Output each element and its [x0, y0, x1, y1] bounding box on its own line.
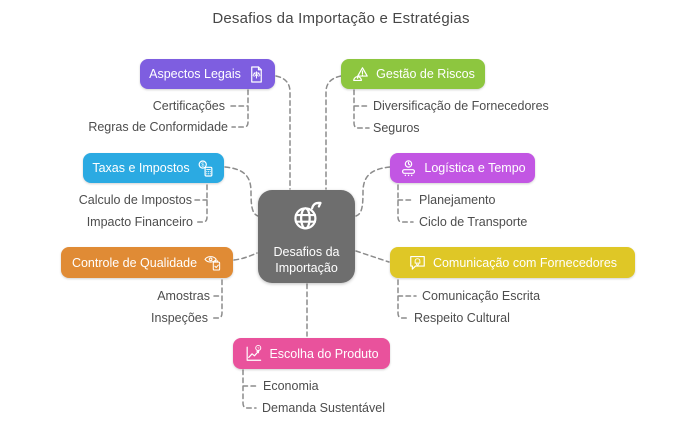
connector-aspectos-children	[230, 89, 249, 128]
branch-label: Logística e Tempo	[424, 161, 526, 175]
connector-logistica-children	[397, 184, 414, 223]
connector-center-comunicacao	[355, 250, 390, 263]
center-node-desafios-importacao: Desafios da Importação	[258, 190, 355, 283]
money-calculator-icon: $	[196, 159, 215, 178]
legal-document-scales-icon	[247, 65, 266, 84]
connector-escolha-children	[242, 369, 259, 409]
connector-controle-children	[211, 279, 223, 319]
connector-comunicacao-children	[397, 279, 417, 319]
branch-label: Aspectos Legais	[149, 67, 241, 81]
branch-node-comunicacao-com-fornecedores: Comunicação com Fornecedores	[390, 247, 635, 278]
svg-text:?: ?	[258, 345, 261, 350]
sub-item-regras-conformidade: Regras de Conformidade	[88, 120, 228, 134]
connector-center-logistica-e-tempo	[355, 166, 391, 217]
sub-item-comunicacao-escrita: Comunicação Escrita	[422, 289, 541, 303]
eye-checklist-icon	[203, 253, 222, 272]
sub-item-demanda-sustentavel: Demanda Sustentável	[262, 401, 385, 415]
branch-node-aspectos-legais: Aspectos Legais	[140, 59, 275, 89]
branch-node-gestao-de-riscos: Gestão de Riscos	[341, 59, 485, 89]
connector-center-gestao-de-riscos	[325, 75, 342, 190]
globe-import-icon	[288, 197, 326, 244]
sub-item-planejamento: Planejamento	[419, 193, 496, 207]
branch-node-taxas-e-impostos: Taxas e Impostos $	[83, 153, 224, 183]
sub-item-impacto-financeiro: Impacto Financeiro	[86, 215, 193, 229]
branch-label: Gestão de Riscos	[376, 67, 475, 81]
chat-bell-icon	[408, 253, 427, 272]
connector-center-controle-de-qualidade	[233, 252, 258, 261]
sub-item-ciclo-transporte: Ciclo de Transporte	[419, 215, 528, 229]
connector-gestao-children	[353, 89, 370, 129]
branch-label: Comunicação com Fornecedores	[432, 255, 618, 270]
center-node-label: Desafios da Importação	[273, 244, 340, 276]
branch-node-logistica-e-tempo: Logística e Tempo	[390, 153, 535, 183]
chart-question-icon: ?	[244, 344, 263, 363]
sub-item-amostras: Amostras	[157, 289, 210, 303]
connector-center-taxas-e-impostos	[224, 166, 259, 217]
connector-taxas-children	[194, 184, 208, 223]
page-title: Desafios da Importação e Estratégias	[212, 10, 470, 27]
branch-label: Controle de Qualidade	[71, 255, 198, 270]
sub-item-diversificacao: Diversificação de Fornecedores	[373, 99, 549, 113]
branch-node-controle-de-qualidade: Controle de Qualidade	[61, 247, 233, 278]
sub-item-calculo-impostos: Calculo de Impostos	[78, 193, 192, 207]
clock-conveyor-icon	[399, 159, 418, 178]
branch-node-escolha-do-produto: ? Escolha do Produto	[233, 338, 390, 369]
sub-item-economia: Economia	[263, 379, 319, 393]
branch-label: Taxas e Impostos	[92, 161, 190, 175]
branch-label: Escolha do Produto	[269, 346, 379, 361]
svg-text:$: $	[201, 162, 204, 168]
connector-center-aspectos-legais	[275, 75, 291, 190]
sub-item-seguros: Seguros	[373, 121, 420, 135]
sub-item-respeito-cultural: Respeito Cultural	[414, 311, 510, 325]
sub-item-inspecoes: Inspeções	[151, 311, 208, 325]
risk-warning-icon	[351, 65, 370, 84]
sub-item-certificacoes: Certificações	[152, 99, 225, 113]
